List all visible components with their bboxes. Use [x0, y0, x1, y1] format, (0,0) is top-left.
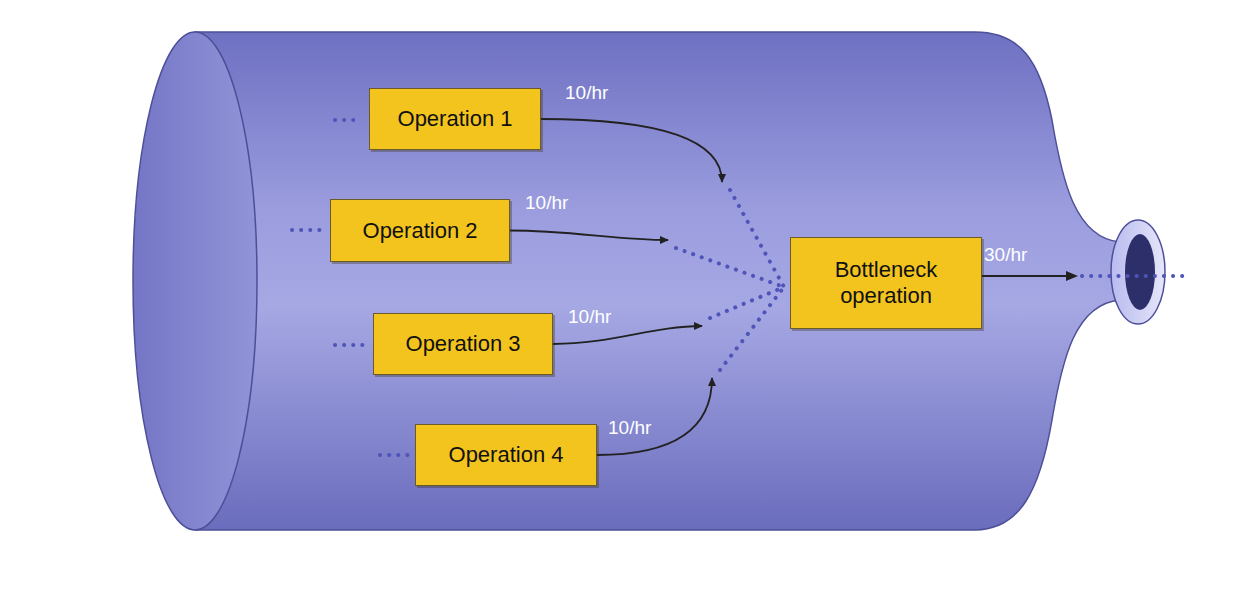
flow-arrow	[553, 287, 784, 344]
rate-label: 10/hr	[525, 192, 568, 214]
operation-box: Operation 2	[330, 199, 510, 262]
box-text: Operation 2	[357, 218, 484, 244]
rate-label: 30/hr	[984, 244, 1027, 266]
bottle-body	[195, 32, 1140, 530]
rate-label: 10/hr	[565, 82, 608, 104]
rate-label: 10/hr	[608, 417, 651, 439]
bottleneck-box: Bottleneck operation	[790, 237, 982, 329]
neck-ring	[1111, 220, 1165, 324]
box-text: Operation 1	[392, 106, 519, 132]
operation-box: Operation 4	[415, 424, 597, 486]
flow-arrow	[510, 231, 784, 288]
box-text: Operation 4	[443, 442, 570, 468]
flow-arrow	[541, 119, 784, 287]
box-text: Operation 3	[400, 331, 527, 357]
box-text: Bottleneck operation	[791, 257, 981, 309]
rate-label: 10/hr	[568, 306, 611, 328]
operation-box: Operation 3	[373, 313, 553, 375]
dotted-input-lines	[292, 120, 1185, 455]
neck-opening	[1125, 234, 1155, 310]
flow-arrow	[597, 287, 784, 455]
output-arrow	[968, 271, 1078, 281]
operation-box: Operation 1	[369, 88, 541, 150]
bottle-end	[133, 32, 257, 530]
